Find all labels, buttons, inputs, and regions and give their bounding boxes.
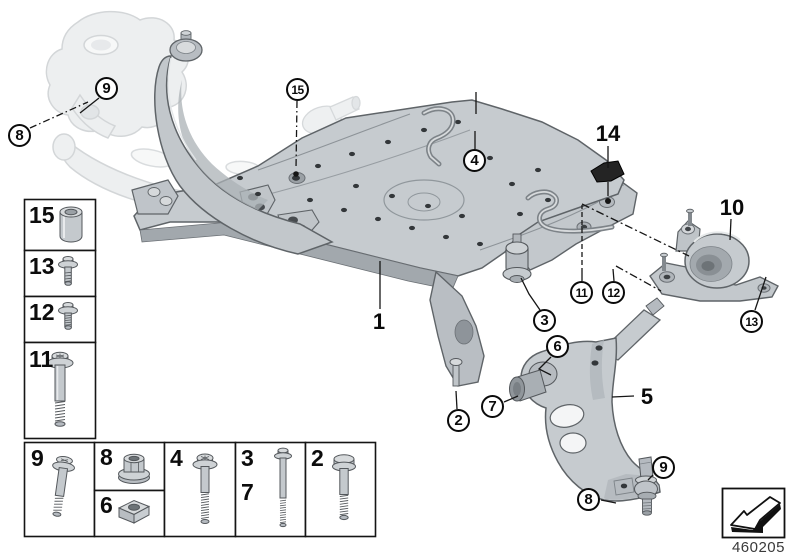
legend-number-4: 4 xyxy=(170,445,183,471)
callout-label: 8 xyxy=(584,491,593,508)
callout-label: 8 xyxy=(15,127,24,144)
control-arm-5 xyxy=(509,297,665,516)
callout-9-knuckle[interactable]: 9 xyxy=(95,77,118,100)
callout-label: 9 xyxy=(102,80,111,97)
stabilizer-rod-rear xyxy=(525,189,615,234)
legend-number-15: 15 xyxy=(29,202,55,228)
legend-number-7: 7 xyxy=(241,479,254,505)
legend-number-8: 8 xyxy=(100,444,113,470)
callout-12[interactable]: 12 xyxy=(602,281,625,304)
callout-6[interactable]: 6 xyxy=(546,335,569,358)
ball-joint xyxy=(634,456,658,516)
long-flange-screw-icon xyxy=(46,351,74,427)
callout-label: 3 xyxy=(540,312,549,329)
callout-label: 7 xyxy=(488,398,497,415)
direction-arrow-icon xyxy=(730,496,781,533)
heat-plate-14 xyxy=(590,160,625,183)
callout-9-balljoint[interactable]: 9 xyxy=(652,456,675,479)
engine-mount-arm xyxy=(154,30,334,255)
mount-bolt-2 xyxy=(449,358,463,387)
callout-label: 15 xyxy=(291,82,304,97)
legend-number-3: 3 xyxy=(241,445,254,471)
legend-number-13: 13 xyxy=(29,253,55,279)
long-washer-screw-icon xyxy=(274,447,292,528)
flange-nut-icon xyxy=(118,453,150,484)
legend-number-2: 2 xyxy=(311,445,324,471)
callout-7[interactable]: 7 xyxy=(481,395,504,418)
callout-label: 6 xyxy=(553,338,562,355)
part-label-14[interactable]: 14 xyxy=(595,121,621,146)
callout-label: 13 xyxy=(745,314,758,329)
diagram-code: 460205 xyxy=(731,539,785,556)
callout-13[interactable]: 13 xyxy=(740,310,763,333)
legend-number-6: 6 xyxy=(100,492,113,518)
vibration-mount-3 xyxy=(502,233,532,283)
part-label-10[interactable]: 10 xyxy=(719,195,745,220)
callout-label: 11 xyxy=(575,285,588,300)
legend-number-9: 9 xyxy=(31,445,44,471)
callout-8-knuckle[interactable]: 8 xyxy=(8,124,31,147)
callout-2[interactable]: 2 xyxy=(447,409,470,432)
callout-label: 12 xyxy=(607,285,620,300)
callout-label: 4 xyxy=(470,152,479,169)
torx-flange-screw-icon xyxy=(192,453,218,524)
leader-lines xyxy=(29,92,767,504)
spacer-sleeve-icon xyxy=(59,206,83,243)
callout-8-balljoint[interactable]: 8 xyxy=(577,488,600,511)
direction-arrow-box[interactable] xyxy=(721,487,786,539)
callout-3[interactable]: 3 xyxy=(533,309,556,332)
front-bush-7 xyxy=(509,361,558,402)
legend-number-11: 11 xyxy=(29,346,54,372)
washer-screw-icon xyxy=(58,256,78,286)
flange-screw-icon xyxy=(52,456,75,517)
rubber-mount-bracket-10 xyxy=(649,208,779,302)
stabilizer-rod-front xyxy=(421,106,456,167)
part-label-5[interactable]: 5 xyxy=(640,384,654,409)
callout-11[interactable]: 11 xyxy=(570,281,593,304)
legend-number-12: 12 xyxy=(29,299,55,325)
callout-label: 2 xyxy=(454,412,463,429)
callout-15[interactable]: 15 xyxy=(286,78,309,101)
part-label-1[interactable]: 1 xyxy=(372,309,386,334)
square-nut-icon xyxy=(117,499,151,524)
washer-screw-icon xyxy=(58,302,78,330)
hex-flange-screw-icon xyxy=(332,454,356,521)
callout-label: 9 xyxy=(659,459,668,476)
callout-4[interactable]: 4 xyxy=(463,149,486,172)
